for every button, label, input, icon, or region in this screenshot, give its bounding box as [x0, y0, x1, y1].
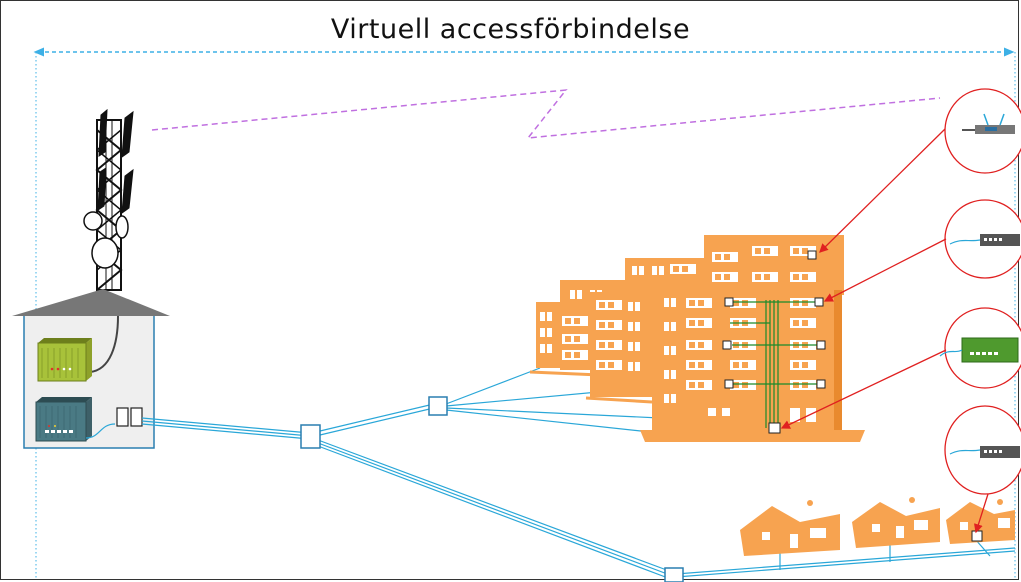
- indoor-cabling: [730, 300, 820, 428]
- splitter-node-icon: [300, 424, 321, 449]
- page-title-text: Virtuell accessförbindelse: [324, 14, 697, 45]
- network-switch-callout: [944, 199, 1021, 279]
- apartment-building-icon: [529, 235, 865, 442]
- dimension-line: [33, 47, 1016, 580]
- radio-tower-icon: [83, 108, 134, 291]
- network-switch-icon: [949, 234, 1020, 246]
- callout-arrows: [780, 128, 989, 534]
- distribution-board-icon: [939, 337, 1019, 363]
- network-outlet-icon: [722, 250, 826, 434]
- splitter-node-icon: [428, 396, 448, 416]
- page-title: Virtuell accessförbindelse: [0, 14, 1021, 45]
- wireless-router-icon: [962, 113, 1015, 134]
- patch-panel-icon: [116, 407, 143, 427]
- distribution-board-callout: [939, 307, 1021, 389]
- house-icon: [740, 500, 840, 556]
- wireless-router-callout: [944, 88, 1021, 174]
- olt-equipment-icon: [37, 338, 92, 382]
- network-switch-icon: [949, 446, 1020, 458]
- fiber-network: [141, 367, 1016, 579]
- switch-equipment-icon: [35, 397, 92, 442]
- splitter-node-icon: [664, 567, 684, 582]
- wireless-link: [151, 89, 941, 139]
- network-outlet-icon: [971, 530, 983, 542]
- house-icon: [946, 499, 1015, 544]
- network-switch-callout: [944, 405, 1021, 495]
- house-icon: [852, 497, 940, 548]
